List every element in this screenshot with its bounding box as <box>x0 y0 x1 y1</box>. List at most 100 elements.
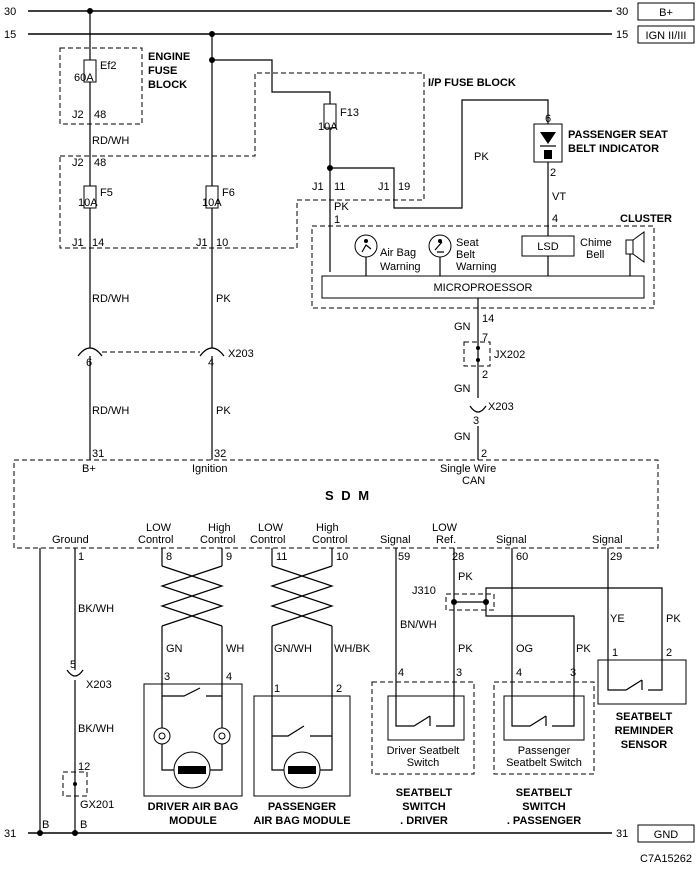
driver-seatbelt-switch: 4 3 Driver Seatbelt Switch SEATBELT SWIT… <box>371 667 475 827</box>
wire-bkwh-1: BK/WH <box>78 603 114 615</box>
seatbelt-label-3: Warning <box>456 261 497 273</box>
sdm-label-ignition: Ignition <box>192 463 227 475</box>
sdm-label-28-1: LOW <box>432 522 458 534</box>
f6-rating: 10A <box>202 197 222 209</box>
passenger-sw-inner-1: Passenger <box>518 745 571 757</box>
passenger-airbag-pin-left: 1 <box>274 683 280 695</box>
x203-ground-pin: 5 <box>70 659 76 671</box>
figure-id: C7A15262 <box>640 853 692 865</box>
jx202-connector: 7 2 JX202 <box>463 332 525 381</box>
sdm-pin-60: 60 <box>516 551 528 563</box>
wire-rdwh-1: RD/WH <box>92 135 129 147</box>
j310-name: J310 <box>412 585 436 597</box>
sdm-label-ground: Ground <box>52 534 89 546</box>
f5-rating: 10A <box>78 197 98 209</box>
wire-pk-indicator: PK <box>474 151 489 163</box>
driver-airbag-pin-left: 3 <box>164 671 170 683</box>
chime-bell-icon <box>625 239 634 255</box>
f6-name: F6 <box>222 187 235 199</box>
driver-sw-title-1: SEATBELT <box>396 787 453 799</box>
x203-power-name: X203 <box>228 348 254 360</box>
sdm-pin-1: 1 <box>78 551 84 563</box>
ground-label-right: B <box>80 819 87 831</box>
ef2-conn: J2 <box>72 109 84 121</box>
passenger-airbag-title-1: PASSENGER <box>268 801 336 813</box>
indicator-title-1: PASSENGER SEAT <box>568 129 668 141</box>
seatbelt-label-1: Seat <box>456 237 479 249</box>
ign-num-left: 15 <box>4 29 16 41</box>
x203-connector-can: X203 3 <box>469 401 514 427</box>
f6-pin: 10 <box>216 237 228 249</box>
ign-label: IGN II/III <box>646 30 687 42</box>
wire-rdwh-2: RD/WH <box>92 293 129 305</box>
sdm-pin-31: 31 <box>92 448 104 460</box>
driver-sw-pin-right: 3 <box>456 667 462 679</box>
driver-airbag-title-2: MODULE <box>169 815 217 827</box>
wire-gn-1: GN <box>454 321 471 333</box>
microprocessor-box <box>321 275 645 299</box>
gx201-name: GX201 <box>80 799 114 811</box>
driver-sw-inner-1: Driver Seatbelt <box>387 745 460 757</box>
indicator-pin-bottom: 2 <box>550 167 556 179</box>
b-plus-num-right: 30 <box>616 6 628 18</box>
sensor-title-2: REMINDER <box>615 725 674 737</box>
b-plus-bus: 30 30 B+ <box>4 2 695 21</box>
gx201-pin: 12 <box>78 761 90 773</box>
airbag-label-2: Warning <box>380 261 421 273</box>
sdm-label-28-2: Ref. <box>436 534 456 546</box>
wire-pk-pass-sw: PK <box>576 643 591 655</box>
j1-11-pin: 11 <box>334 181 345 193</box>
jx202-name: JX202 <box>494 349 525 361</box>
wire-gnwh-passenger: GN/WH <box>274 643 312 655</box>
wire-pk-cluster: PK <box>334 201 349 213</box>
sdm-title: S D M <box>325 488 371 503</box>
passenger-airbag-module: 1 2 PASSENGER AIR BAG MODULE <box>253 683 350 827</box>
wire-og: OG <box>516 643 533 655</box>
f13-rating: 10A <box>318 121 338 133</box>
gnd-num-left: 31 <box>4 828 16 840</box>
seatbelt-reminder-sensor: 1 2 SEATBELT REMINDER SENSOR <box>597 647 687 751</box>
sdm-pin-11: 11 <box>276 551 287 563</box>
sdm-label-can-2: CAN <box>462 475 485 487</box>
sdm-label-60: Signal <box>496 534 527 546</box>
microprocessor-label: MICROPROESSOR <box>433 282 532 294</box>
ef2-name: Ef2 <box>100 60 117 72</box>
x203-connector-ground: 5 X203 <box>66 659 112 691</box>
wire-pk-driver-sw: PK <box>458 643 473 655</box>
b-plus-num-left: 30 <box>4 6 16 18</box>
gx201-connector: 12 GX201 <box>62 761 114 811</box>
passenger-sw-inner-2: Seatbelt Switch <box>506 757 582 769</box>
sdm-label-9-2: Control <box>200 534 235 546</box>
driver-sw-title-3: . DRIVER <box>400 815 448 827</box>
seatbelt-warning-icon <box>428 234 452 258</box>
engine-fuse-block-title-3: BLOCK <box>148 79 187 91</box>
wire-pk-ign-1: PK <box>216 293 231 305</box>
passenger-sw-pin-left: 4 <box>516 667 522 679</box>
sdm-label-9-1: High <box>208 522 231 534</box>
engine-fuse-block-title-1: ENGINE <box>148 51 190 63</box>
sdm-pin-2: 2 <box>481 448 487 460</box>
sdm-label-11-1: LOW <box>258 522 284 534</box>
wire-rdwh-3: RD/WH <box>92 405 129 417</box>
driver-sw-title-2: SWITCH <box>402 801 445 813</box>
sdm-label-59: Signal <box>380 534 411 546</box>
sensor-title-3: SENSOR <box>621 739 668 751</box>
x203-can-pin: 3 <box>473 415 479 427</box>
ip-fuse-block-title: I/P FUSE BLOCK <box>428 77 516 89</box>
wire-gn-2: GN <box>454 383 471 395</box>
engine-fuse-block: ENGINE FUSE BLOCK Ef2 60A J2 48 <box>59 47 190 125</box>
ign-num-right: 15 <box>616 29 628 41</box>
seatbelt-label-2: Belt <box>456 249 475 261</box>
ip-fuse-block: I/P FUSE BLOCK J2 48 F5 10A J1 14 F6 10A… <box>59 72 516 249</box>
f6-conn: J1 <box>196 237 208 249</box>
wire-bkwh-2: BK/WH <box>78 723 114 735</box>
wire-pk-sensor: PK <box>666 613 681 625</box>
driver-airbag-title-1: DRIVER AIR BAG <box>148 801 239 813</box>
gnd-bus: 31 31 GND <box>4 824 695 843</box>
ip-in-conn: J2 <box>72 157 84 169</box>
j310-splice: J310 <box>412 585 495 611</box>
x203-ground-name: X203 <box>86 679 112 691</box>
jx202-pin-top: 7 <box>482 332 488 344</box>
ef2-pin: 48 <box>94 109 106 121</box>
